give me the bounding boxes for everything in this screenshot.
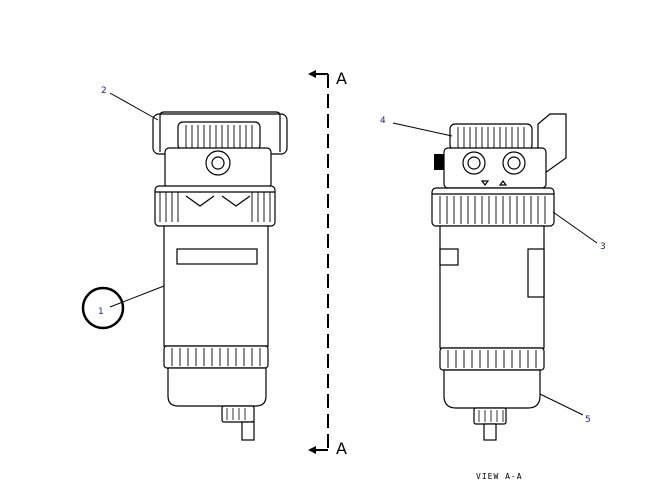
view-label: VIEW A-A bbox=[476, 472, 523, 481]
callout-5: 5 bbox=[585, 415, 591, 425]
highlight-circle bbox=[81, 286, 125, 330]
section-marker-bottom: A bbox=[336, 439, 347, 458]
side-filter-head bbox=[443, 147, 547, 189]
right-filter-assembly bbox=[431, 113, 567, 441]
collection-bowl bbox=[167, 367, 267, 407]
top-cap bbox=[177, 121, 261, 151]
callout-2: 2 bbox=[101, 86, 107, 96]
side-top-cap bbox=[449, 123, 533, 151]
callout-3: 3 bbox=[600, 242, 606, 252]
cap-knurl bbox=[185, 125, 253, 148]
outlet-port bbox=[502, 151, 526, 175]
callout-4: 4 bbox=[380, 116, 386, 126]
leader-lines bbox=[109, 92, 598, 416]
side-filter-canister bbox=[439, 225, 545, 349]
left-filter-assembly bbox=[152, 111, 288, 441]
inlet-port bbox=[462, 151, 486, 175]
section-marker-top: A bbox=[336, 69, 347, 88]
filter-canister bbox=[163, 225, 269, 347]
section-line bbox=[308, 70, 329, 454]
primer-knob bbox=[434, 154, 444, 170]
side-collection-bowl bbox=[443, 369, 541, 409]
drain-valve bbox=[221, 405, 255, 423]
label-plate bbox=[176, 248, 258, 265]
callout-1: 1 bbox=[98, 307, 104, 317]
port-fitting bbox=[205, 150, 231, 176]
